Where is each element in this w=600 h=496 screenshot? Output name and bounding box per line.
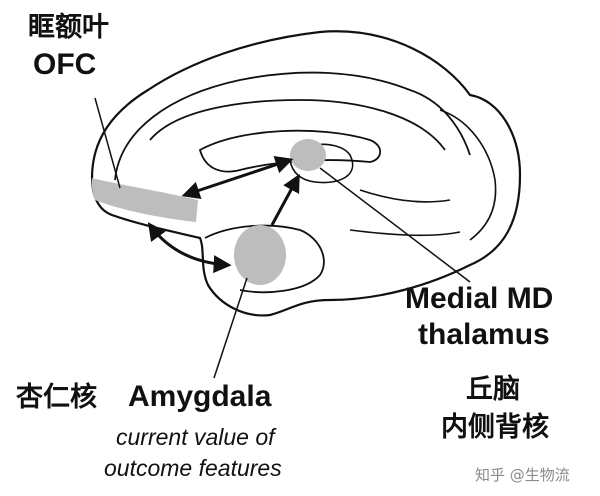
ofc-english-label: OFC [33, 48, 97, 81]
md-chinese-line2: 内侧背核 [441, 412, 549, 443]
amygdala-desc-line2: outcome features [104, 455, 282, 481]
md-chinese-line1: 丘脑 [466, 374, 520, 405]
occipital-contour [439, 109, 497, 241]
corpus-callosum-contour [149, 99, 446, 151]
temporal-lobe-contour [204, 224, 325, 294]
amygdala-region [234, 225, 286, 285]
ofc-region [91, 178, 198, 222]
md-label-line1: Medial MD [405, 282, 554, 315]
ofc-callout-line [94, 97, 121, 189]
cingulate-contour [114, 71, 471, 181]
amygdala-english-label: Amygdala [128, 380, 272, 413]
amygdala-desc-line1: current value of [116, 424, 275, 450]
md-thalamus-region [290, 139, 326, 171]
ofc-chinese-label: 眶额叶 [28, 12, 109, 43]
md-callout-line [319, 167, 471, 283]
ofc-md-arrow [181, 156, 294, 199]
md-label-line2: thalamus [418, 318, 550, 351]
amygdala-md-arrow [270, 173, 300, 226]
ofc-amygdala-arrow [147, 222, 232, 274]
watermark: 知乎 @生物流 [475, 466, 570, 484]
amygdala-callout-line [213, 277, 248, 379]
amygdala-chinese-label: 杏仁核 [16, 382, 97, 413]
brain-outline [90, 30, 522, 317]
sulcus-contour-1 [359, 189, 451, 203]
